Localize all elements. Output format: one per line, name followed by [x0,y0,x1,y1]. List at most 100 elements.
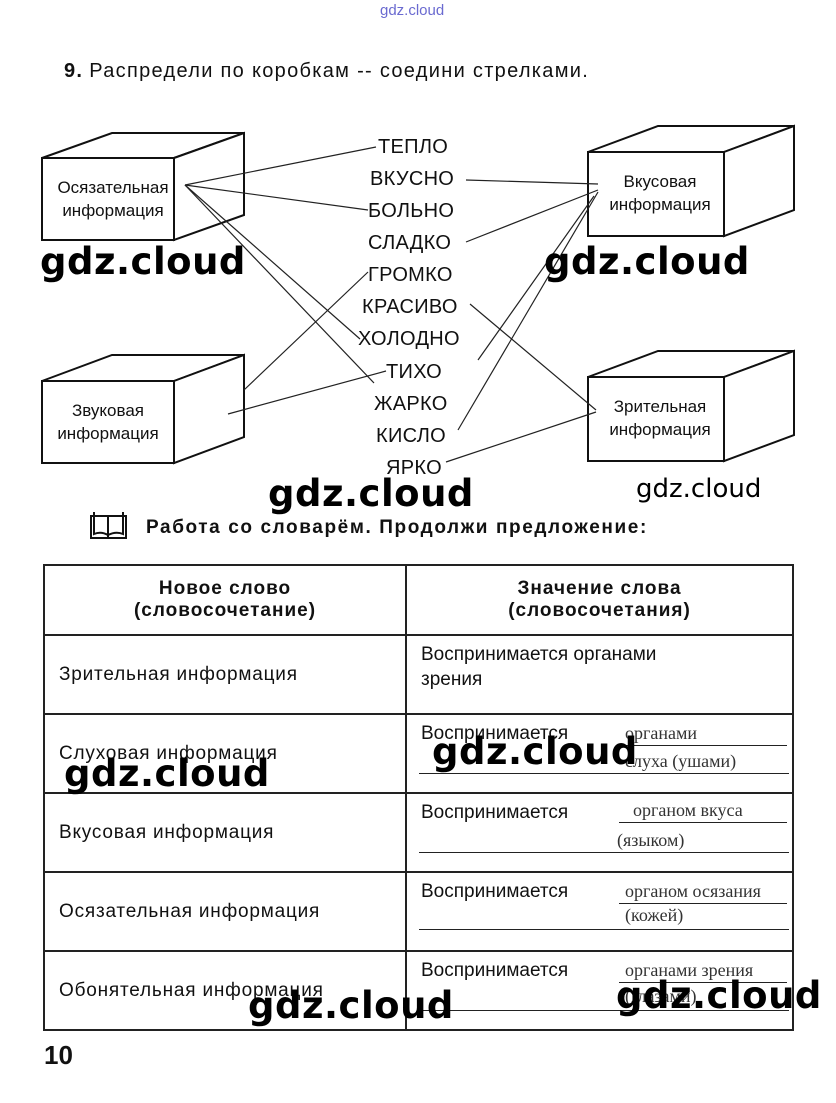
page-number: 10 [44,1040,73,1070]
table-row: Обонятельная информация Воспринимается о… [43,950,794,1031]
book-icon [90,512,127,539]
word-item: ГРОМКО [368,264,453,286]
box-touch-line1: Осязательная [57,178,169,197]
watermark: gdz.cloud [248,984,454,1027]
table-row: Зрительная информация Воспринимается орг… [43,634,794,715]
box-taste-line1: Вкусовая [623,172,697,191]
section-title: Работа со словарём. Продолжи предложение… [146,517,648,538]
header-right-line1: Значение слова [517,578,682,599]
handwritten-answer: слуха (ушами) [625,751,737,771]
task-number: 9. [64,60,84,82]
connector-taste-vkusno [465,179,599,185]
watermark: gdz.cloud [636,474,762,504]
answer-line [619,982,787,983]
word-item: ХОЛОДНО [358,328,460,350]
box-taste [587,124,795,238]
word-item: КИСЛО [376,425,446,447]
box-touch [41,131,245,242]
handwritten-answer: (глазами) [625,986,697,1006]
matching-diagram [41,124,795,465]
word-item: ТЕПЛО [378,136,449,158]
word-item: СЛАДКО [368,232,452,254]
term-cell: Слуховая информация [43,713,407,794]
box-touch-label: Осязательная информация [42,176,184,222]
box-sound-line1: Звуковая [71,401,144,420]
connector-touch-zharko [184,184,375,384]
answer-line [419,852,789,853]
watermark: gdz.cloud [544,240,750,283]
header-right-line2: (словосочетания) [508,600,691,621]
connector-sound-tiho [227,370,387,415]
answer-line [619,822,787,823]
word-item: ЖАРКО [374,393,448,415]
vocabulary-table: Новое слово (словосочетание) Значение сл… [43,564,794,1031]
box-sound-line2: информация [57,424,159,443]
task-text: Распредели по коробкам -- соедини стрелк… [89,60,590,82]
answer-line [419,773,789,774]
word-item: БОЛЬНО [368,200,455,222]
word-item: ВКУСНО [370,168,455,190]
meaning-text: Воспринимается [421,960,569,981]
meaning-cell: Воспринимается органом вкуса (языком) [405,792,794,873]
header-new-word: Новое слово (словосочетание) [43,564,407,636]
meaning-text: Воспринимается [421,723,569,744]
connector-touch-teplo [184,146,377,186]
handwritten-answer: органами зрения [625,960,754,980]
term-cell: Осязательная информация [43,871,407,952]
watermark: gdz.cloud [40,240,246,283]
watermark: gdz.cloud [268,472,474,515]
answer-line [419,1010,789,1011]
answer-line [619,903,787,904]
box-sight-label: Зрительная информация [588,395,732,441]
connector-sight-krasivo [469,303,597,411]
box-taste-line2: информация [609,195,711,214]
answer-line [419,929,789,930]
handwritten-answer: органами [625,723,698,743]
box-taste-label: Вкусовая информация [588,170,732,216]
answer-line [619,745,787,746]
connector-sight-yarko [445,411,597,463]
word-item: ТИХО [386,361,443,383]
table-row: Слуховая информация Воспринимается орган… [43,713,794,794]
header-meaning: Значение слова (словосочетания) [405,564,794,636]
box-sound-label: Звуковая информация [42,399,174,445]
box-sight [587,349,795,463]
box-sight-line2: информация [609,420,711,439]
connector-touch-holodno [184,184,361,340]
box-sight-line1: Зрительная [613,397,707,416]
word-item: ЯРКО [386,457,442,479]
table-header-row: Новое слово (словосочетание) Значение сл… [43,564,794,636]
meaning-cell: Воспринимается органом осязания (кожей) [405,871,794,952]
watermark: gdz.cloud [64,752,270,795]
handwritten-answer: органом осязания [625,881,761,901]
word-item: КРАСИВО [362,296,458,318]
table-row: Осязательная информация Воспринимается о… [43,871,794,952]
task-heading: 9.Распредели по коробкам -- соедини стре… [64,60,589,83]
connector-taste-sladko [465,189,599,243]
watermark-top: gdz.cloud [380,2,445,19]
meaning-line1: Воспринимается органами [421,644,657,665]
box-sound [41,353,245,465]
box-touch-line2: информация [62,201,164,220]
connector-touch-bolno [184,184,369,211]
term-cell: Вкусовая информация [43,792,407,873]
meaning-cell: Воспринимается органами слуха (ушами) [405,713,794,794]
meaning-line2: зрения [421,669,483,690]
handwritten-answer: (кожей) [625,905,684,925]
meaning-text: Воспринимается [421,802,569,823]
meaning-cell: Воспринимается органами зрения [405,634,794,715]
header-left-line1: Новое слово [158,578,292,599]
table-row: Вкусовая информация Воспринимается орган… [43,792,794,873]
handwritten-answer: (языком) [617,830,685,850]
watermark: gdz.cloud [432,730,638,773]
term-cell: Обонятельная информация [43,950,407,1031]
watermark: gdz.cloud [616,974,822,1017]
connector-taste-kislo [457,191,599,431]
meaning-cell: Воспринимается органами зрения (глазами) [405,950,794,1031]
handwritten-answer: органом вкуса [633,800,743,820]
connector-taste-kislo-2 [477,195,595,361]
connector-sound-gromko [243,271,369,391]
meaning-text: Воспринимается [421,881,569,902]
term-cell: Зрительная информация [43,634,407,715]
header-left-line2: (словосочетание) [133,600,317,621]
